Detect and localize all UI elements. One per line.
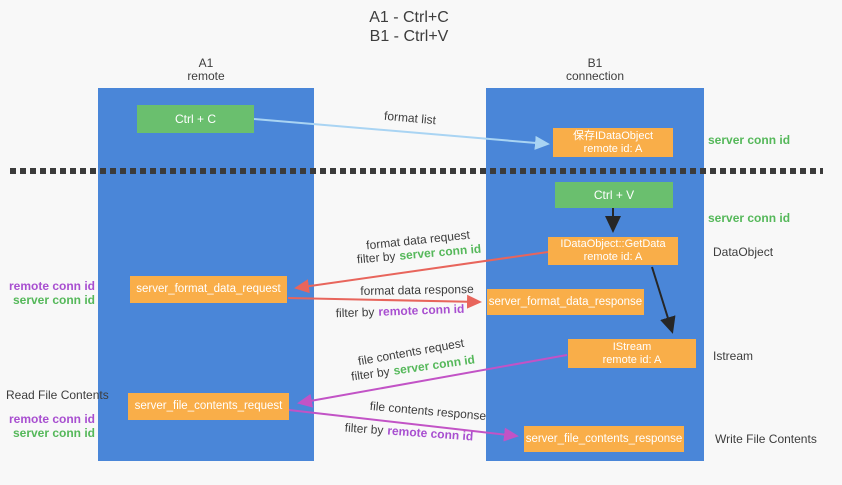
node-server-format-data-request: server_format_data_request [130, 276, 287, 303]
annotation-server-conn-id-mid: server conn id [708, 211, 791, 225]
node-istream-line2: remote id: A [602, 353, 662, 366]
lane-header-b1: B1 connection [486, 57, 704, 83]
node-server-format-data-request-label: server_format_data_request [136, 283, 281, 295]
node-ctrl-c-label: Ctrl + C [174, 112, 216, 126]
node-save-idataobject: 保存IDataObject remote id: A [553, 128, 673, 157]
node-getdata-line2: remote id: A [583, 251, 643, 263]
node-istream-line1: IStream [612, 340, 652, 353]
node-ctrl-v-label: Ctrl + V [593, 188, 635, 202]
annotation-left-conn-ids-bottom: remote conn id server conn id [0, 412, 95, 440]
annotation-dataobject: DataObject [713, 245, 774, 259]
remote-conn-id-key: remote conn id [378, 301, 465, 319]
arrow-getdata-to-istream [651, 266, 676, 334]
node-save-idataobject-line2: remote id: A [583, 142, 643, 155]
node-getdata-line1: IDataObject::GetData [560, 238, 666, 250]
annotation-remote-conn-id: remote conn id [8, 279, 95, 293]
node-server-format-data-response: server_format_data_response [487, 289, 644, 315]
arrow-format-list [253, 118, 550, 150]
annotation-remote-conn-id: remote conn id [8, 412, 95, 426]
node-save-idataobject-line1: 保存IDataObject [572, 129, 654, 142]
node-ctrl-v: Ctrl + V [555, 182, 673, 208]
diagram-title-line1: A1 - Ctrl+C [369, 9, 449, 26]
arrow-file-contents-response [288, 409, 519, 442]
annotation-left-conn-ids-top: remote conn id server conn id [0, 279, 95, 307]
dotted-separator-line [10, 168, 823, 174]
annotation-istream: Istream [713, 349, 754, 363]
filter-by-text: filter by [344, 420, 384, 438]
lane-b1-name: B1 [587, 56, 603, 70]
node-server-file-contents-response: server_file_contents_response [524, 426, 684, 452]
annotation-server-conn-id-top: server conn id [708, 133, 791, 147]
lane-header-a1: A1 remote [98, 57, 314, 83]
node-server-file-contents-response-label: server_file_contents_response [525, 432, 683, 445]
filter-by-text: filter by [335, 304, 375, 321]
node-server-format-data-response-label: server_format_data_response [488, 295, 643, 308]
annotation-read-file-contents: Read File Contents [6, 388, 109, 402]
diagram-title: A1 - Ctrl+C B1 - Ctrl+V [0, 8, 818, 46]
lane-a1-subtitle: remote [187, 69, 225, 83]
arrow-format-data-request [294, 251, 549, 294]
node-istream: IStream remote id: A [568, 339, 696, 368]
arrow-format-data-response [287, 294, 482, 309]
lane-a1-name: A1 [198, 56, 214, 70]
arrow-file-contents-request [297, 354, 568, 408]
diagram-title-line2: B1 - Ctrl+V [369, 28, 449, 45]
node-server-file-contents-request: server_file_contents_request [128, 393, 289, 420]
node-idataobject-getdata: IDataObject::GetData remote id: A [548, 237, 678, 265]
node-ctrl-c: Ctrl + C [137, 105, 254, 133]
lane-b1-subtitle: connection [565, 69, 625, 83]
annotation-write-file-contents: Write File Contents [715, 432, 817, 446]
node-server-file-contents-request-label: server_file_contents_request [134, 400, 283, 412]
annotation-server-conn-id: server conn id [12, 426, 95, 440]
annotation-server-conn-id: server conn id [12, 293, 95, 307]
edge-label-format-data-response: format data response [360, 282, 474, 298]
